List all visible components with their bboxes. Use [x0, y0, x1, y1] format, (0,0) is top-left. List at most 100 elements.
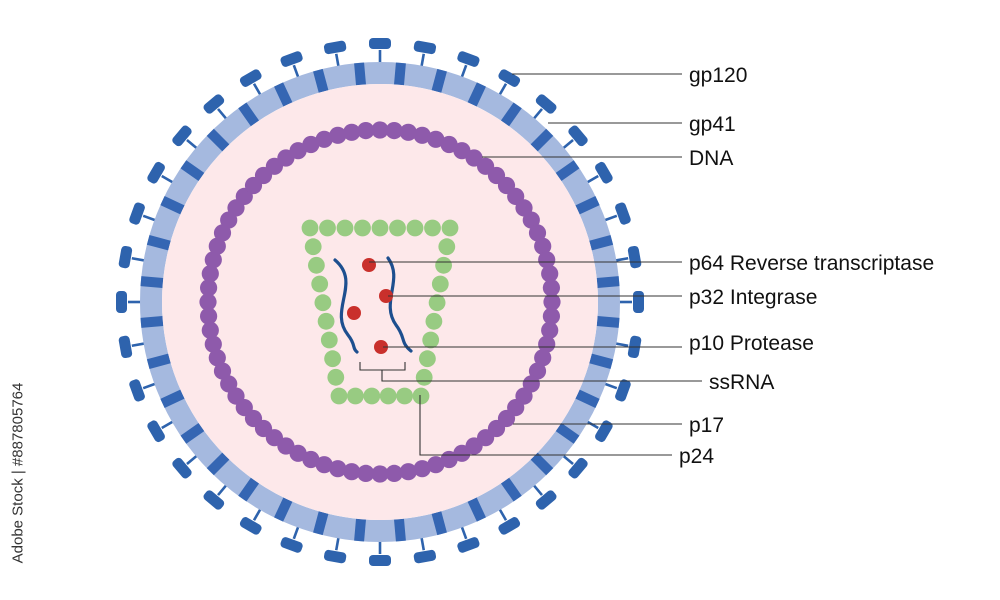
- gp120-spike: [369, 38, 391, 64]
- p24-bead: [304, 238, 322, 256]
- envelope-band: [238, 102, 260, 127]
- p17-bead: [541, 321, 559, 339]
- p17-bead: [343, 123, 361, 141]
- label-dna: DNA: [689, 147, 733, 170]
- gp120-spike: [203, 94, 229, 121]
- p24-bead: [415, 368, 433, 386]
- envelope-band: [140, 316, 164, 328]
- p64-reverse-transcriptase-dot: [362, 258, 376, 272]
- envelope-band: [180, 422, 205, 444]
- p17-bead: [204, 251, 222, 269]
- gp120-spike: [280, 51, 303, 79]
- envelope-band: [575, 196, 600, 215]
- p24-bead: [327, 368, 345, 386]
- gp120-spike: [129, 379, 157, 402]
- envelope-band: [500, 102, 522, 127]
- gp120-spike: [603, 379, 631, 402]
- p17-bead: [371, 121, 389, 139]
- p17-bead: [357, 122, 375, 140]
- gp120-spike: [203, 483, 229, 510]
- label-p17: p17: [689, 414, 724, 437]
- label-p64-reverse-transcriptase: p64 Reverse transcriptase: [689, 252, 934, 275]
- p17-bead: [208, 237, 226, 255]
- p17-bead: [200, 307, 218, 325]
- envelope-band: [530, 452, 554, 476]
- p17-bead: [201, 321, 219, 339]
- envelope-band: [500, 477, 522, 502]
- p17-bead: [357, 464, 375, 482]
- p24-bead: [438, 238, 456, 256]
- gp120-spike: [118, 245, 146, 269]
- p17-bead: [543, 293, 561, 311]
- p17-bead: [220, 375, 238, 393]
- envelope-band: [206, 452, 230, 476]
- envelope-band: [555, 422, 580, 444]
- p17-bead: [534, 237, 552, 255]
- virion-interior: [162, 84, 598, 520]
- envelope-band: [589, 353, 614, 369]
- p17-bead: [427, 130, 445, 148]
- p24-bead: [441, 219, 459, 237]
- envelope-band: [146, 235, 171, 251]
- viral-envelope: [140, 62, 620, 542]
- p17-bead: [538, 335, 556, 353]
- label-p24: p24: [679, 445, 714, 468]
- envelope-band: [530, 128, 554, 152]
- p17-bead: [538, 251, 556, 269]
- p17-bead: [200, 279, 218, 297]
- envelope-band: [467, 497, 486, 522]
- stock-watermark-text: Adobe Stock | #887805764: [9, 382, 27, 563]
- p17-bead: [302, 135, 320, 154]
- gp120-spike: [531, 483, 557, 510]
- gp120-spike: [172, 453, 199, 479]
- p17-bead: [522, 211, 540, 229]
- leader-lines: [369, 73, 702, 456]
- p24-bead: [308, 256, 325, 274]
- envelope-band: [274, 497, 293, 522]
- envelope-band: [467, 82, 486, 107]
- p24-capsid: [301, 219, 459, 405]
- p24-bead: [336, 219, 354, 237]
- gp120-spike: [239, 69, 263, 97]
- envelope-band: [206, 128, 230, 152]
- envelope-band: [146, 353, 171, 369]
- ssrna-strand-right: [386, 256, 413, 353]
- p17-bead: [542, 307, 561, 325]
- label-gp120: gp120: [689, 64, 747, 87]
- ssrna-strand-left: [333, 258, 359, 354]
- label-p10-protease: p10 Protease: [689, 332, 814, 355]
- p17-bead: [399, 463, 417, 481]
- envelope-band: [575, 389, 600, 408]
- envelope-band: [140, 276, 164, 288]
- p17-bead: [440, 135, 458, 154]
- gp120-spike: [614, 245, 642, 269]
- p24-bead: [347, 387, 364, 405]
- p24-bead: [314, 294, 332, 312]
- p17-bead: [199, 293, 217, 311]
- gp120-spike: [561, 453, 588, 479]
- p17-bead: [289, 142, 307, 160]
- gp120-spike: [618, 291, 644, 313]
- p17-bead: [413, 460, 431, 478]
- envelope-band: [274, 82, 293, 107]
- envelope-band: [394, 518, 406, 542]
- gp120-spike: [118, 335, 146, 359]
- label-p32-integrase: p32 Integrase: [689, 286, 817, 309]
- envelope-band: [431, 511, 447, 536]
- p17-bead: [213, 362, 232, 380]
- p24-bead: [363, 387, 381, 405]
- gp120-spike: [413, 40, 437, 68]
- p24-bead: [319, 219, 336, 237]
- p24-bead: [406, 219, 424, 237]
- gp120-spike: [531, 94, 557, 121]
- gp120-spike: [116, 291, 142, 313]
- p24-bead: [428, 294, 446, 312]
- p17-bead: [302, 450, 320, 469]
- gp120-spike: [603, 202, 631, 225]
- p17-bead: [315, 130, 333, 148]
- p17-bead: [329, 460, 347, 478]
- p24-bead: [435, 256, 452, 274]
- gp120-spike: [457, 525, 480, 553]
- p24-bead: [317, 312, 335, 330]
